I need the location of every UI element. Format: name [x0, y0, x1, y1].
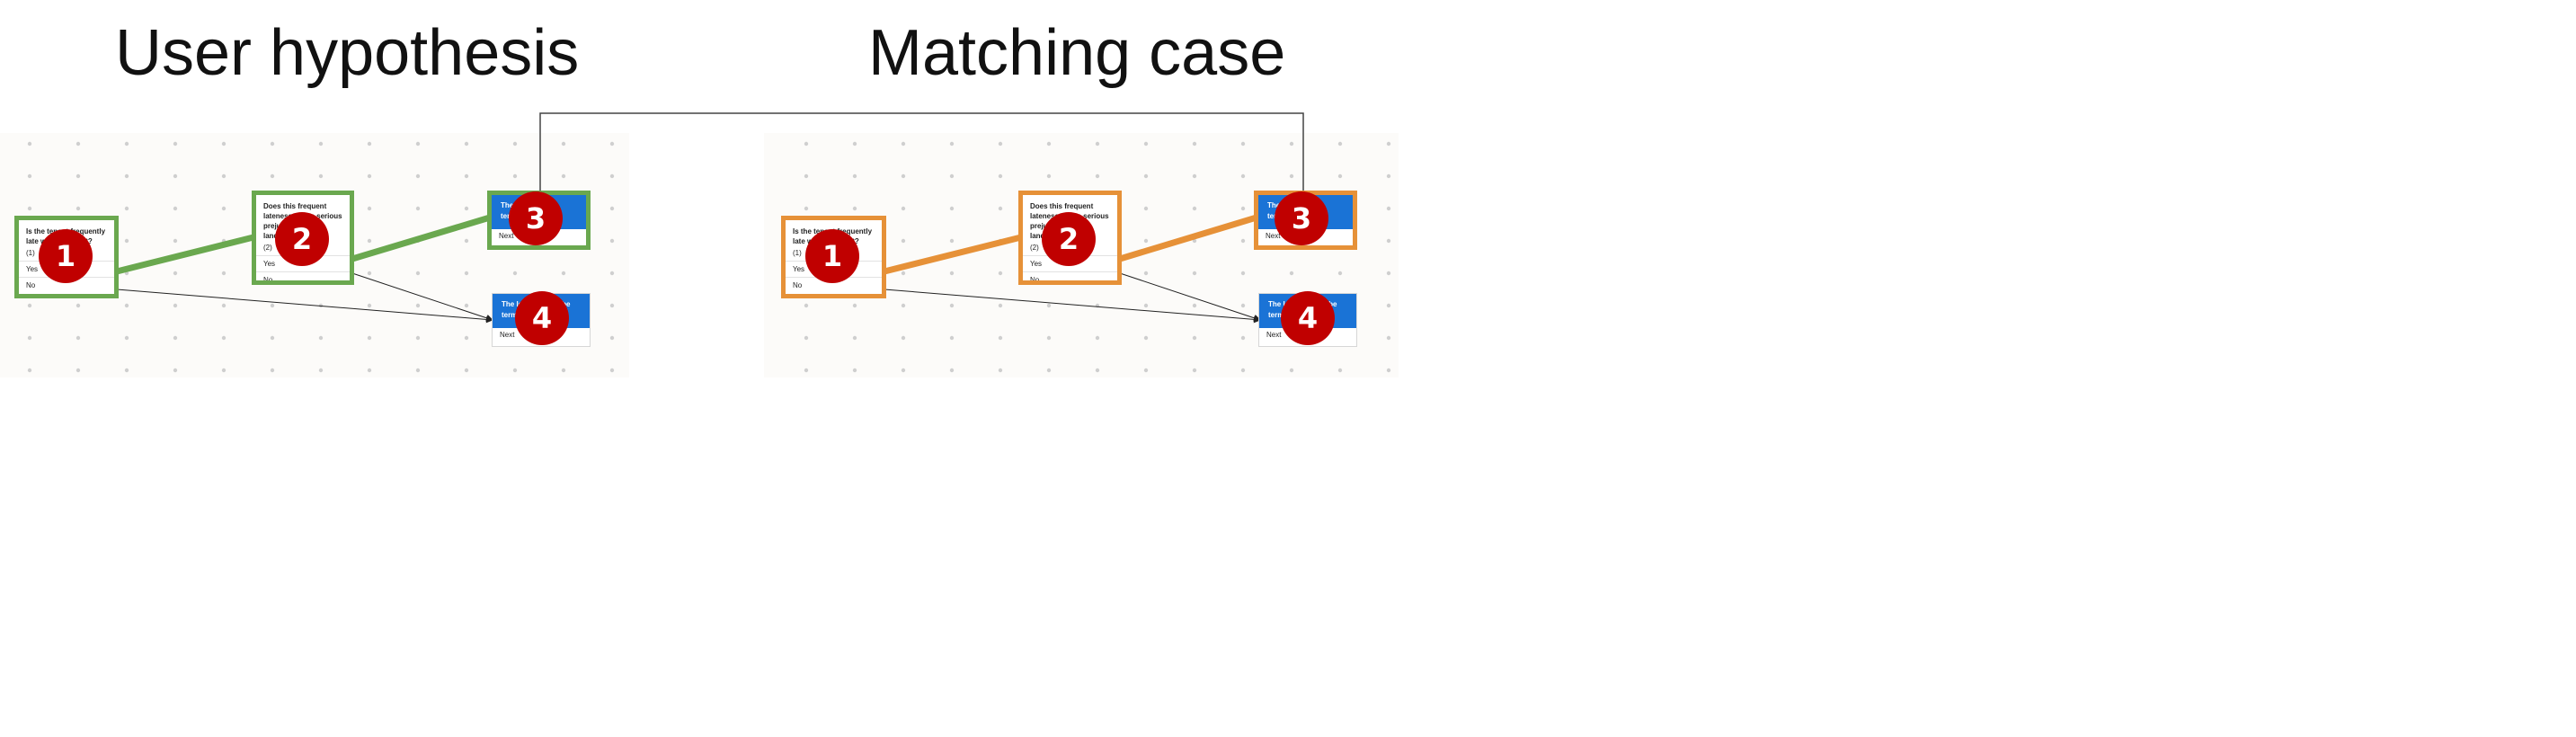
badge-3-right: 3 [1275, 191, 1328, 245]
badge-2-left: 2 [275, 212, 329, 266]
node-end4-next[interactable]: Next [1266, 331, 1282, 339]
arrow-right-q2-no [1119, 272, 1261, 322]
badge-4-left: 4 [515, 291, 569, 345]
title-matching-case: Matching case [868, 17, 1286, 89]
badge-4-right: 4 [1281, 291, 1335, 345]
arrow-left-q1-no [116, 289, 493, 324]
path-matching [884, 234, 1022, 275]
node-q2-no[interactable]: No [1023, 271, 1117, 280]
node-q2-number: (2) [263, 244, 272, 252]
badge-3-left: 3 [509, 191, 563, 245]
node-q2-no[interactable]: No [256, 271, 350, 280]
path-matching-2 [1118, 214, 1258, 262]
badge-2-right: 2 [1042, 212, 1096, 266]
path-hypothesis [116, 234, 254, 275]
node-q1-number: (1) [26, 249, 35, 257]
node-end3-next[interactable]: Next [1266, 232, 1281, 240]
badge-1-left: 1 [39, 229, 93, 283]
dot-grid [0, 133, 1399, 377]
link-bracket [539, 112, 1304, 192]
path-hypothesis-2 [351, 214, 492, 262]
node-q1-number: (1) [793, 249, 802, 257]
node-end3-next[interactable]: Next [499, 232, 514, 240]
connector-layer [0, 112, 1399, 377]
node-q2-number: (2) [1030, 244, 1039, 252]
title-user-hypothesis: User hypothesis [115, 17, 580, 89]
node-end4-next[interactable]: Next [500, 331, 515, 339]
arrow-right-q1-no [884, 289, 1261, 324]
node-q2-matching: Does this frequent lateness cause seriou… [1018, 191, 1122, 285]
badge-1-right: 1 [805, 229, 859, 283]
arrow-left-q2-no [351, 272, 493, 322]
